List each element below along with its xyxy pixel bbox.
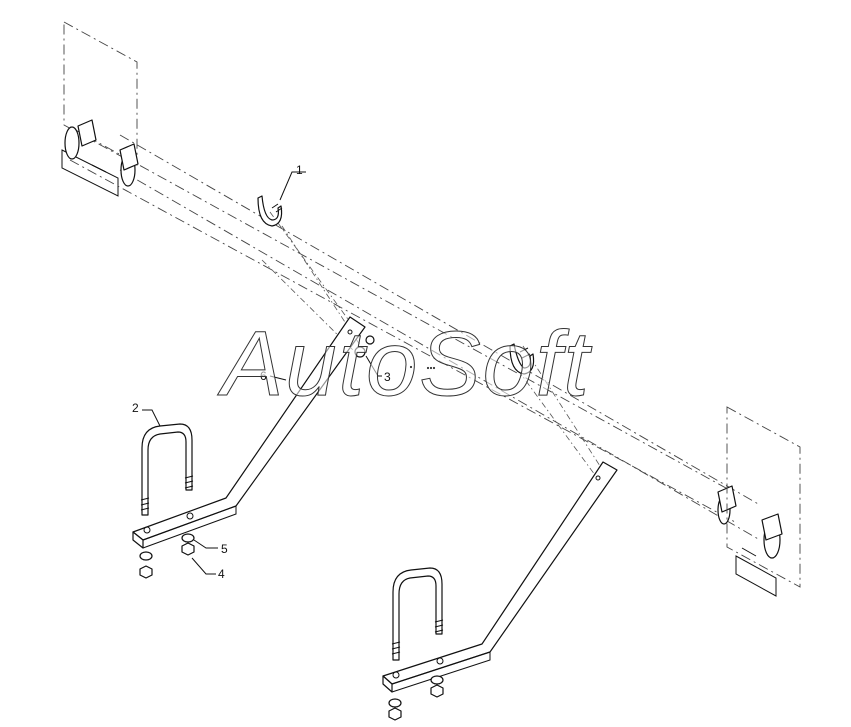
callout-3: 3 <box>365 355 391 384</box>
watermark-dots <box>409 365 436 370</box>
callout-2: 2 <box>132 401 161 427</box>
mounting-plate-right <box>726 406 801 597</box>
u-bolt-large-right <box>391 567 444 661</box>
callout-label-2: 2 <box>132 401 139 415</box>
washers-nuts-right <box>388 675 444 721</box>
shaft-assembly <box>64 119 783 559</box>
washers-nuts-left <box>139 533 195 579</box>
callout-1: 1 <box>279 163 306 201</box>
callout-label-3: 3 <box>384 370 391 384</box>
u-bolt-small-upper <box>257 195 283 227</box>
nut-part-3 <box>354 335 375 358</box>
u-bolt-small-right <box>509 343 535 375</box>
support-arm-left <box>132 316 366 549</box>
callout-4: 4 <box>191 557 225 581</box>
callout-label-4: 4 <box>218 567 225 581</box>
support-arm-right <box>382 461 618 693</box>
callout-label-1: 1 <box>296 163 303 177</box>
callout-6: 6 <box>260 369 287 383</box>
autosoft-watermark: AutoSoft <box>217 313 592 415</box>
callout-label-5: 5 <box>221 542 228 556</box>
u-bolt-large-left <box>140 423 194 516</box>
callout-label-6: 6 <box>260 369 267 383</box>
callout-5: 5 <box>193 539 228 556</box>
